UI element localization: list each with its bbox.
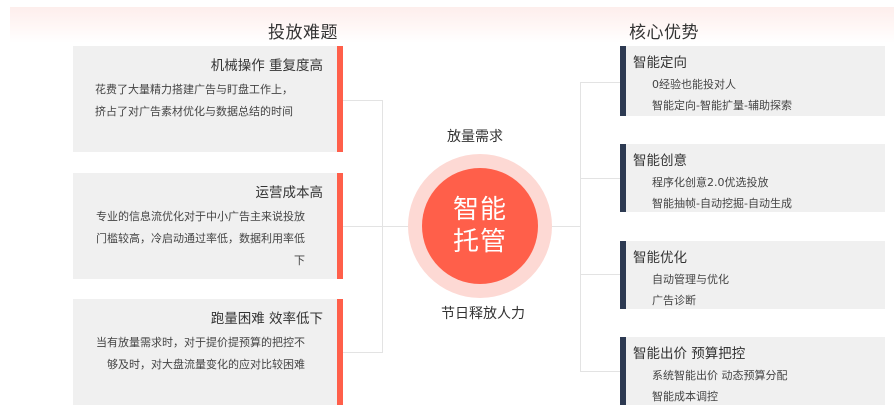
problem-card-desc-line: 挤占了对广告素材优化与数据总结的时间 bbox=[95, 105, 293, 118]
problem-card-desc-line: 专业的信息流优化对于中小广告主来说投放 bbox=[96, 210, 305, 223]
advantage-card-item: 0经验也能投对人 bbox=[652, 78, 736, 91]
left-section-title: 投放难题 bbox=[268, 23, 338, 43]
left-connector-bottom bbox=[343, 352, 383, 353]
advantage-card-bidding: 智能出价 预算把控 系统智能出价 动态预算分配 智能成本调控 bbox=[620, 337, 885, 405]
problem-card-title: 运营成本高 bbox=[255, 185, 324, 201]
right-connector-2 bbox=[580, 178, 620, 179]
center-circle: 智能 托管 bbox=[422, 168, 538, 284]
problem-card-title: 跑量困难 效率低下 bbox=[210, 311, 323, 327]
advantage-card-item: 自动管理与优化 bbox=[652, 273, 729, 286]
advantage-card-title: 智能出价 预算把控 bbox=[633, 346, 746, 362]
left-connector-top bbox=[343, 100, 383, 101]
problem-card-mechanical: 机械操作 重复度高 花费了大量精力搭建广告与盯盘工作上， 挤占了对广告素材优化与… bbox=[73, 46, 343, 152]
right-section-title: 核心优势 bbox=[629, 23, 699, 43]
advantage-card-title: 智能定向 bbox=[633, 55, 687, 71]
left-connector-middle bbox=[343, 226, 423, 227]
problem-card-desc-line: 下 bbox=[294, 254, 305, 267]
header-gradient-band bbox=[10, 7, 894, 43]
problem-card-desc-line: 够及时，对大盘流量变化的应对比较困难 bbox=[107, 358, 305, 371]
center-circle-text-line1: 智能 bbox=[452, 195, 507, 225]
problem-card-desc-line: 当有放量需求时，对于提价提预算的把控不 bbox=[96, 336, 305, 349]
advantage-card-creative: 智能创意 程序化创意2.0优选投放 智能抽帧-自动挖掘-自动生成 bbox=[620, 144, 885, 212]
problem-card-cost: 运营成本高 专业的信息流优化对于中小广告主来说投放 门槛较高，冷启动通过率低，数… bbox=[73, 173, 343, 279]
right-connector-middle bbox=[538, 226, 580, 227]
advantage-card-item: 系统智能出价 动态预算分配 bbox=[652, 369, 788, 382]
advantage-card-title: 智能优化 bbox=[633, 250, 687, 266]
right-connector-3 bbox=[580, 274, 620, 275]
advantage-card-item: 智能定向-智能扩量-辅助探索 bbox=[652, 99, 792, 112]
problem-card-desc-line: 花费了大量精力搭建广告与盯盘工作上， bbox=[95, 83, 293, 96]
center-top-label: 放量需求 bbox=[447, 129, 503, 145]
right-connector-vertical bbox=[580, 82, 581, 372]
advantage-card-optimization: 智能优化 自动管理与优化 广告诊断 bbox=[620, 241, 885, 309]
center-circle-text-line2: 托管 bbox=[452, 227, 507, 257]
problem-card-volume: 跑量困难 效率低下 当有放量需求时，对于提价提预算的把控不 够及时，对大盘流量变… bbox=[73, 299, 343, 405]
advantage-card-item: 程序化创意2.0优选投放 bbox=[652, 176, 769, 189]
advantage-card-targeting: 智能定向 0经验也能投对人 智能定向-智能扩量-辅助探索 bbox=[620, 46, 885, 116]
right-connector-4 bbox=[580, 371, 620, 372]
problem-card-title: 机械操作 重复度高 bbox=[210, 58, 323, 74]
center-bottom-label: 节日释放人力 bbox=[441, 306, 525, 322]
problem-card-desc-line: 门槛较高，冷启动通过率低，数据利用率低 bbox=[96, 232, 305, 245]
right-connector-1 bbox=[580, 82, 620, 83]
advantage-card-item: 广告诊断 bbox=[652, 294, 696, 307]
advantage-card-item: 智能抽帧-自动挖掘-自动生成 bbox=[652, 197, 792, 210]
advantage-card-item: 智能成本调控 bbox=[652, 390, 718, 403]
advantage-card-title: 智能创意 bbox=[633, 153, 687, 169]
